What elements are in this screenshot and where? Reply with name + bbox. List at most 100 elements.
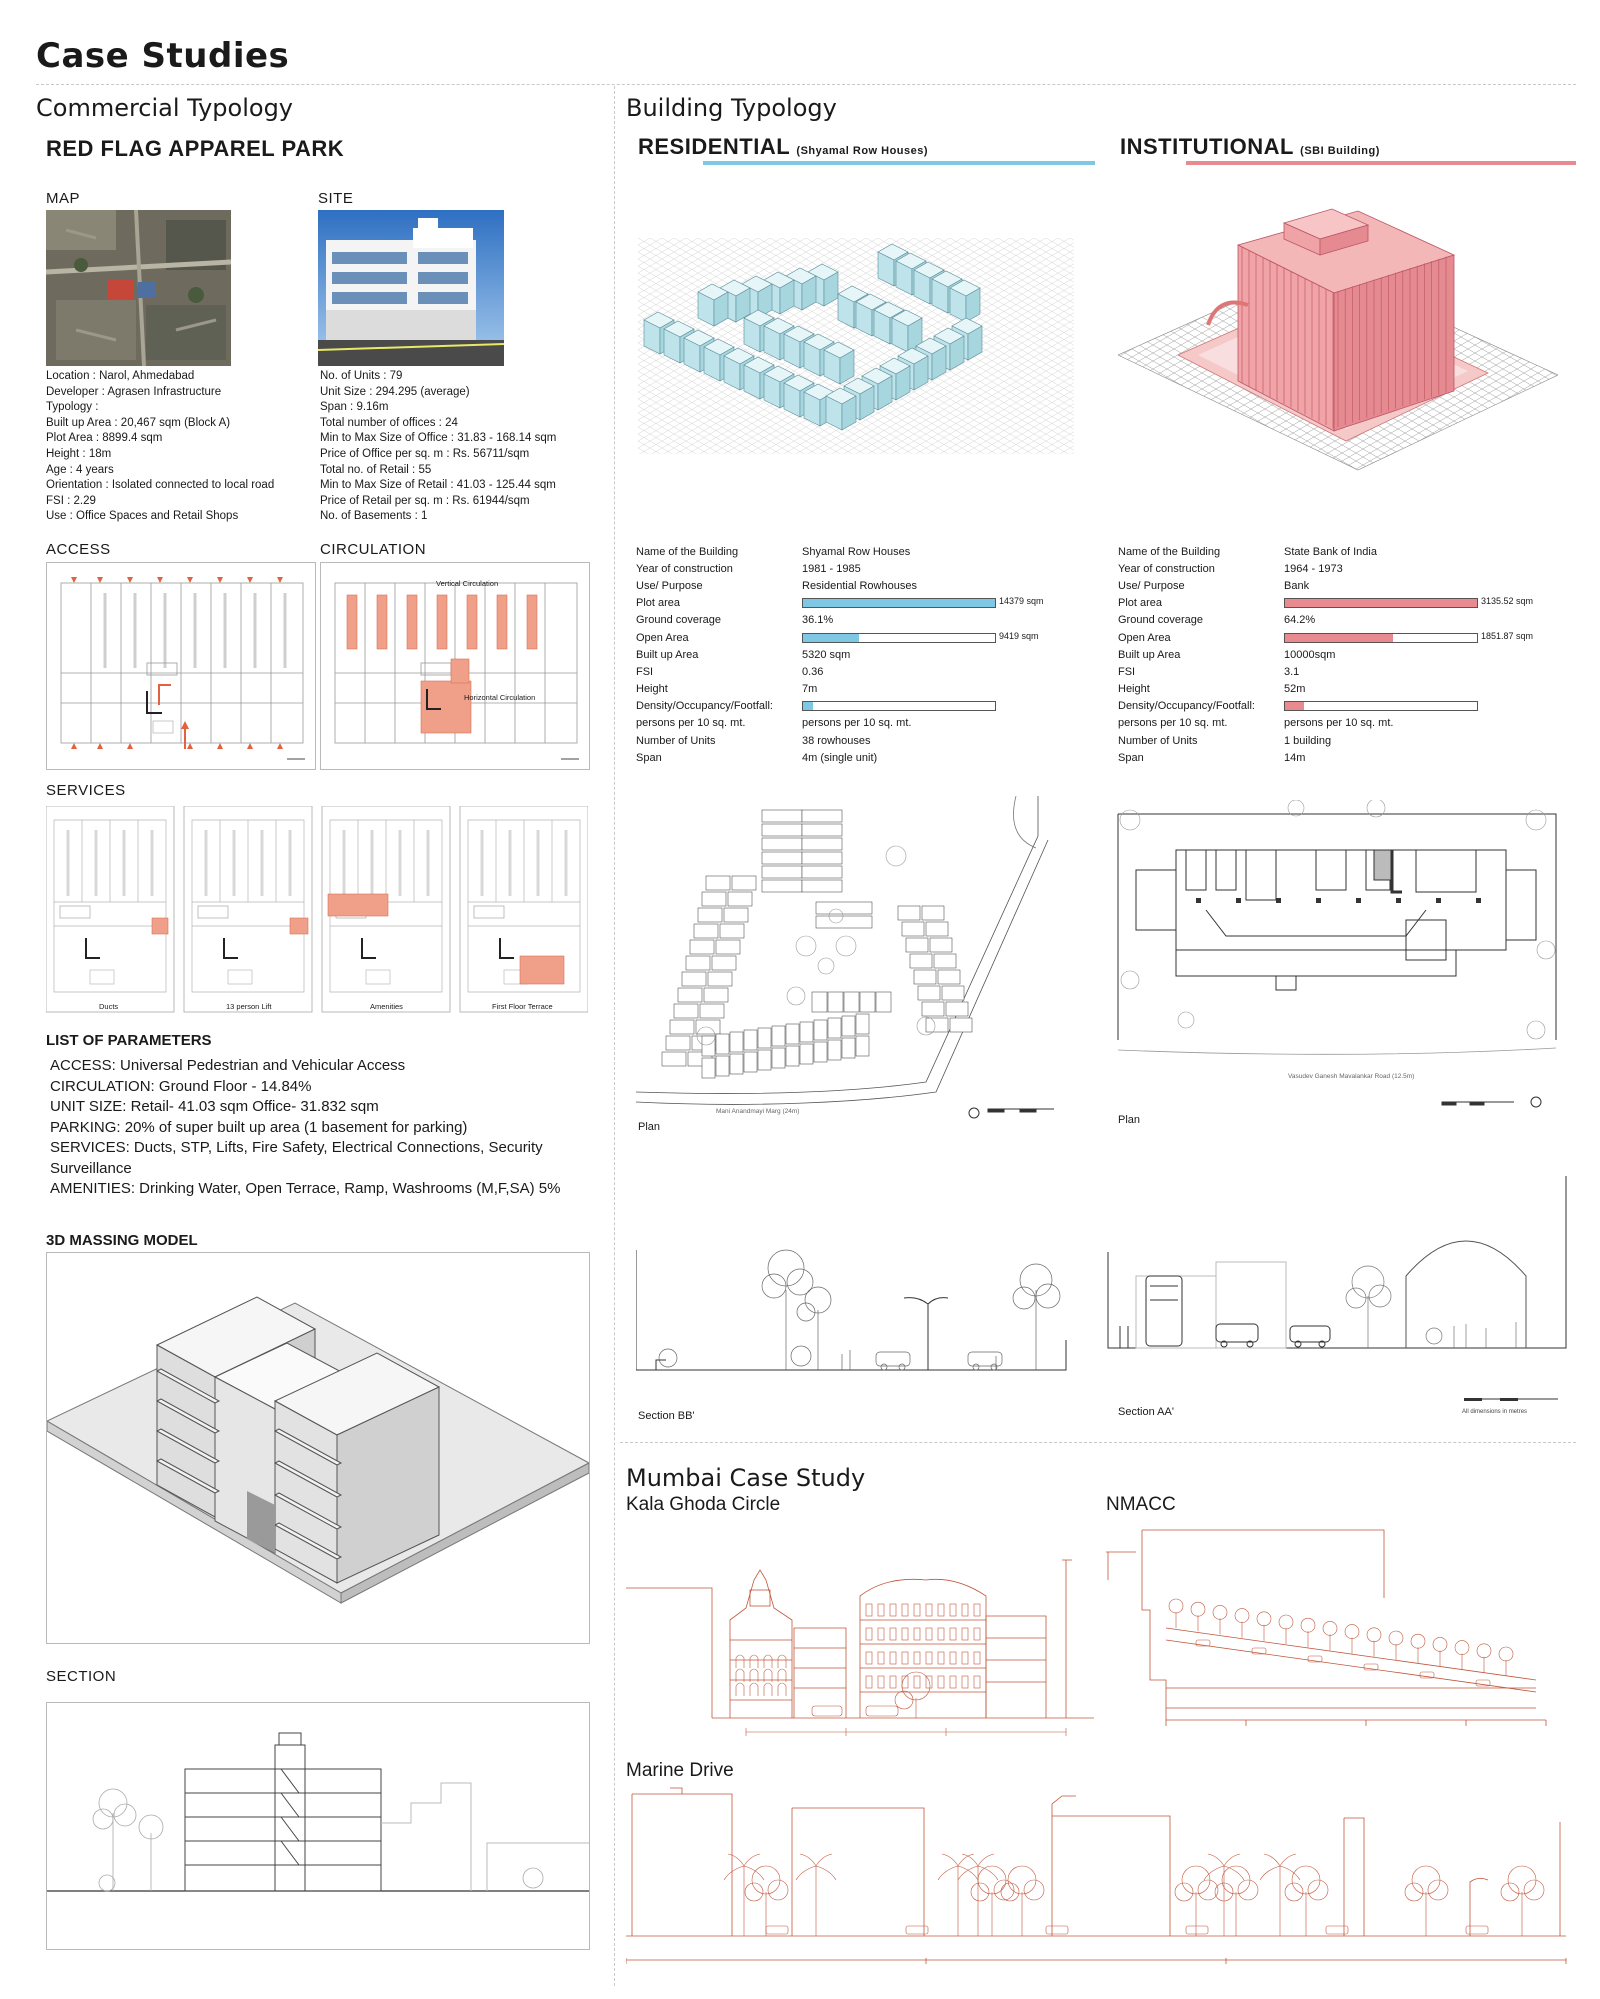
map-label: MAP	[46, 190, 81, 207]
data-value	[1284, 698, 1478, 715]
services-plans	[45, 805, 589, 1014]
circulation-plan	[320, 562, 590, 770]
data-key: Open Area	[1118, 631, 1171, 644]
data-key: Year of construction	[636, 562, 733, 575]
marine-drive-section	[625, 1782, 1576, 1992]
info-plot-area: Plot Area : 8899.4 sqm	[46, 432, 163, 445]
data-row: Height 52m	[1118, 681, 1478, 698]
parameters-title: LIST OF PARAMETERS	[46, 1032, 212, 1049]
parameters-list: ACCESS: Universal Pedestrian and Vehicul…	[50, 1056, 610, 1200]
residential-isometric	[638, 238, 1074, 454]
data-key: Plot area	[636, 597, 681, 610]
data-key: Built up Area	[636, 648, 699, 661]
data-value: 1 building	[1284, 734, 1332, 747]
info-retail-size: Min to Max Size of Retail : 41.03 - 125.…	[320, 479, 556, 492]
param-parking: PARKING: 20% of super built up area (1 b…	[50, 1118, 468, 1136]
institutional-title: INSTITUTIONAL (SBI Building)	[1120, 134, 1380, 160]
value-bar-label: 14379 sqm	[999, 596, 1044, 607]
kala-ghoda-label: Kala Ghoda Circle	[626, 1494, 781, 1515]
data-value: 38 rowhouses	[802, 734, 871, 747]
data-key: Ground coverage	[1118, 614, 1203, 627]
param-amenities: AMENITIES: Drinking Water, Open Terrace,…	[50, 1180, 561, 1197]
commercial-section	[46, 1702, 590, 1950]
data-key: Name of the Building	[1118, 545, 1221, 558]
mumbai-heading: Mumbai Case Study	[626, 1464, 866, 1492]
access-label: ACCESS	[46, 541, 111, 558]
value-bar-fill	[1285, 702, 1305, 711]
data-value: 14m	[1284, 751, 1306, 764]
value-bar-fill	[803, 599, 995, 608]
value-bar-label: 9419 sqm	[999, 630, 1039, 641]
data-value: 64.2%	[1284, 614, 1316, 627]
title-divider	[36, 84, 1576, 85]
circulation-label: CIRCULATION	[320, 541, 427, 558]
data-key: Year of construction	[1118, 562, 1215, 575]
value-bar-fill	[803, 702, 813, 711]
institutional-plan	[1116, 798, 1562, 1116]
marine-drive-label: Marine Drive	[626, 1760, 734, 1781]
data-key: Use/ Purpose	[636, 579, 703, 592]
data-key: persons per 10 sq. mt.	[1118, 717, 1228, 730]
info-units: No. of Units : 79	[320, 370, 403, 382]
site-photo	[317, 210, 505, 366]
services-label: SERVICES	[46, 782, 126, 799]
value-bar-fill	[1285, 599, 1477, 608]
info-fsi: FSI : 2.29	[46, 494, 96, 507]
satellite-map	[45, 209, 232, 367]
data-value: 52m	[1284, 683, 1306, 696]
data-key: Built up Area	[1118, 648, 1181, 661]
residential-plan-label: Plan	[638, 1121, 661, 1133]
value-bar-fill	[1285, 633, 1393, 642]
institutional-subtitle: (SBI Building)	[1300, 145, 1380, 157]
section-label: SECTION	[46, 1668, 117, 1685]
data-row: Plot area 14379 sqm	[636, 595, 1044, 612]
value-bar	[802, 701, 996, 712]
commercial-heading: Commercial Typology	[36, 94, 294, 122]
info-height: Height : 18m	[46, 447, 112, 460]
column-divider	[614, 86, 615, 1986]
institutional-isometric	[1117, 205, 1559, 475]
data-row: persons per 10 sq. mt.persons per 10 sq.…	[1118, 715, 1478, 732]
data-value: Shyamal Row Houses	[802, 545, 911, 558]
kala-ghoda-elevation	[626, 1520, 1096, 1748]
info-retail-count: Total no. of Retail : 55	[320, 463, 432, 476]
data-row: Height 7m	[636, 681, 996, 698]
data-row: persons per 10 sq. mt.persons per 10 sq.…	[636, 715, 996, 732]
value-bar: 14379 sqm	[802, 596, 1044, 609]
access-plan	[46, 562, 316, 770]
project-info-right: No. of Units : 79 Unit Size : 294.295 (a…	[320, 369, 610, 525]
data-key: Span	[636, 751, 662, 764]
info-age: Age : 4 years	[46, 463, 114, 476]
services-caption-terrace: First Floor Terrace	[492, 1002, 553, 1011]
param-circulation: CIRCULATION: Ground Floor - 14.84%	[50, 1077, 312, 1095]
data-value: 0.36	[802, 665, 824, 678]
info-orientation: Orientation : Isolated connected to loca…	[46, 479, 275, 492]
site-label: SITE	[318, 190, 354, 207]
data-value: Bank	[1284, 579, 1310, 592]
mumbai-divider	[620, 1442, 1576, 1443]
data-key: Span	[1118, 751, 1144, 764]
value-bar: 3135.52 sqm	[1284, 596, 1533, 609]
nmacc-label: NMACC	[1106, 1494, 1176, 1515]
data-row: Span 14m	[1118, 749, 1478, 766]
data-value: 3135.52 sqm	[1284, 595, 1533, 612]
residential-title-text: RESIDENTIAL	[638, 134, 790, 159]
data-key: Height	[636, 683, 668, 696]
residential-section-label: Section BB'	[638, 1410, 695, 1422]
data-key: Density/Occupancy/Footfall:	[1118, 700, 1255, 713]
value-bar-label: 3135.52 sqm	[1481, 596, 1534, 607]
info-office-size: Min to Max Size of Office : 31.83 - 168.…	[320, 432, 557, 445]
project-info-left: Location : Narol, Ahmedabad Developer : …	[46, 369, 316, 525]
data-key: Height	[1118, 683, 1150, 696]
institutional-plan-road: Vasudev Ganesh Mavalankar Road (12.5m)	[1288, 1073, 1415, 1080]
data-value: 7m	[802, 683, 818, 696]
info-offices: Total number of offices : 24	[320, 416, 458, 429]
data-value: 4m (single unit)	[802, 751, 878, 764]
